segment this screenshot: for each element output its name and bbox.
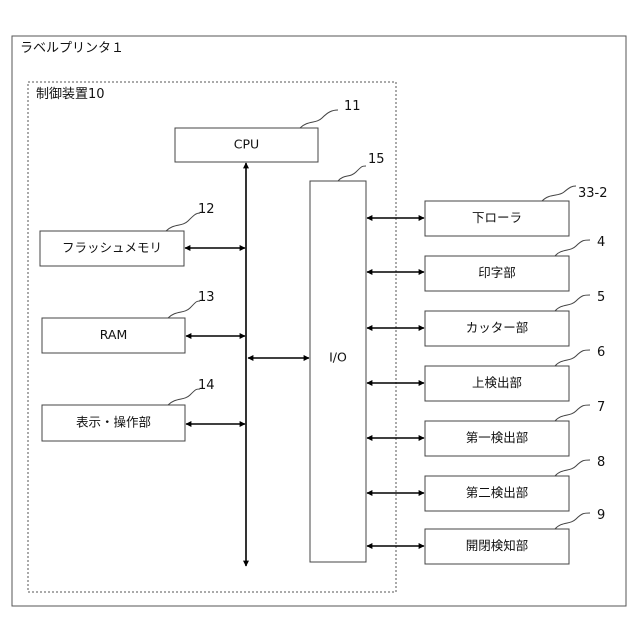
cpu-label: CPU (234, 137, 259, 152)
peripheral-ref-open-close-detector: 9 (597, 508, 605, 523)
peripheral-ref-second-detector: 8 (597, 455, 605, 470)
peripheral-leader-print-unit (555, 240, 590, 256)
flash-memory-label: フラッシュメモリ (62, 240, 162, 255)
peripheral-label-lower-roller: 下ローラ (472, 210, 522, 225)
peripheral-ref-first-detector: 7 (597, 400, 605, 415)
label-printer-title: ラベルプリンタ１ (20, 41, 124, 56)
peripheral-ref-print-unit: 4 (597, 235, 605, 250)
display-panel-leader (168, 389, 200, 405)
peripheral-label-cutter: カッター部 (466, 320, 529, 335)
cpu-leader (300, 110, 338, 128)
peripheral-leader-open-close-detector (555, 513, 590, 529)
io-label: I/O (329, 350, 347, 365)
peripheral-ref-lower-roller: 33-2 (578, 186, 608, 201)
flash-memory-leader (166, 213, 200, 231)
ram-ref-number: 13 (198, 290, 215, 305)
controller-title: 制御装置10 (36, 87, 105, 102)
flash-memory-ref-number: 12 (198, 202, 215, 217)
ram-leader (168, 301, 200, 318)
ram-label: RAM (100, 327, 128, 342)
peripheral-label-print-unit: 印字部 (478, 265, 516, 280)
io-box (310, 181, 366, 562)
peripheral-label-open-close-detector: 開閉検知部 (466, 538, 529, 553)
cpu-ref-number: 11 (344, 99, 361, 114)
peripheral-leader-lower-roller (542, 186, 576, 201)
peripheral-leader-upper-detector (555, 350, 590, 366)
peripheral-ref-cutter: 5 (597, 290, 605, 305)
peripheral-leader-first-detector (555, 405, 590, 421)
display-panel-label: 表示・操作部 (76, 415, 151, 430)
peripheral-ref-upper-detector: 6 (597, 345, 605, 360)
display-panel-ref-number: 14 (198, 378, 215, 393)
peripheral-label-upper-detector: 上検出部 (472, 375, 522, 390)
io-ref-number: 15 (368, 152, 385, 167)
peripheral-leader-cutter (555, 295, 590, 311)
peripheral-label-first-detector: 第一検出部 (466, 430, 529, 445)
io-leader (338, 166, 366, 181)
peripheral-label-second-detector: 第二検出部 (466, 485, 529, 500)
peripheral-leader-second-detector (555, 460, 590, 476)
